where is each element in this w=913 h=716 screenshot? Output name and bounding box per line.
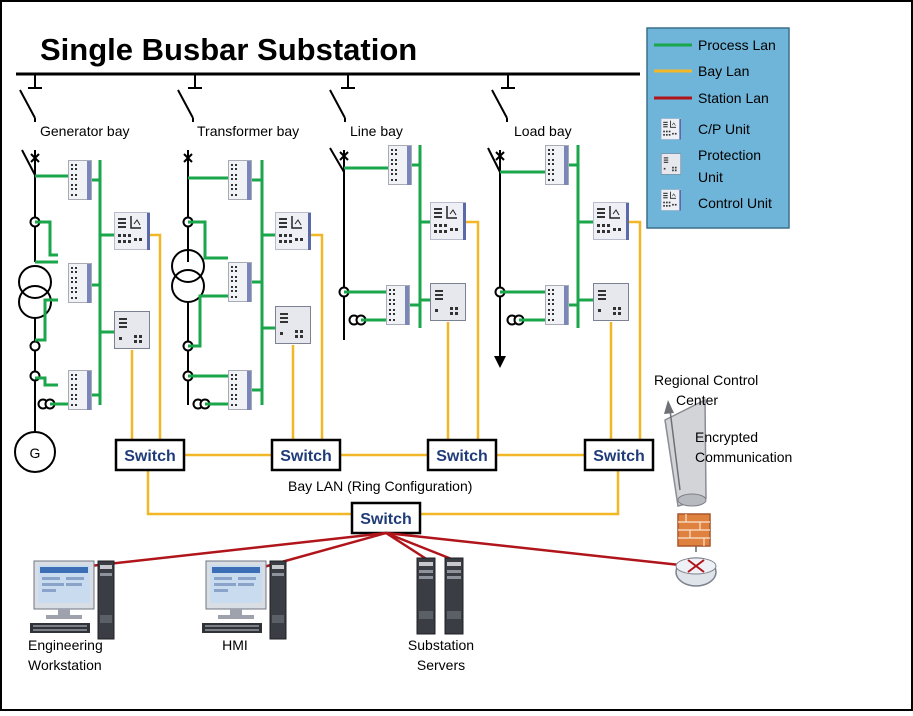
trafo-breaker-io [228, 160, 252, 200]
engineering-label-1: Engineering [28, 637, 103, 653]
regional-arrow-head [664, 400, 674, 414]
gen-sensor-io-2 [68, 370, 92, 410]
legend-cp-icon [661, 118, 681, 141]
station-lan-link-4 [385, 531, 681, 567]
servers-label-1: Substation [408, 637, 474, 653]
switch-label-4: Switch [360, 511, 412, 528]
gen-bay-link-1 [150, 233, 162, 440]
trafo-bay-link-1 [311, 233, 324, 440]
hmi-label: HMI [222, 637, 248, 653]
legend-bay-label: Bay Lan [698, 63, 749, 79]
gen-breaker-io [68, 160, 92, 200]
switch-box-2 [426, 438, 498, 472]
switch-label-1: Switch [280, 448, 332, 465]
load-breaker-arm [487, 147, 501, 173]
load-cp-unit [593, 202, 629, 240]
trafo-pl-3 [188, 294, 228, 348]
trafo-cp-unit [275, 212, 311, 250]
switch-box-0 [114, 438, 186, 472]
disconnector-1 [177, 89, 194, 119]
gen-breaker-arm [21, 149, 36, 176]
gen-pl-2 [35, 220, 58, 257]
line-breaker-io [388, 145, 412, 185]
regional-label-1: Regional Control [654, 372, 758, 388]
regional-arrow-shaft [669, 409, 681, 491]
generator-circle [14, 431, 56, 473]
trafo-pl-2 [188, 220, 228, 260]
disconnector-2 [329, 89, 346, 119]
switch-box-1 [270, 438, 342, 472]
gen-ct-2 [29, 340, 41, 352]
legend-protection-icon [661, 153, 681, 175]
line-protection-unit [430, 282, 466, 322]
gen-transformer-top [18, 265, 52, 299]
server-2 [444, 557, 464, 635]
gen-cp-unit [114, 212, 150, 250]
gen-pl-3 [35, 298, 58, 342]
line-bay-link-1 [466, 220, 480, 440]
trafo-sensor-io-2 [228, 370, 252, 410]
gen-protection-unit [114, 310, 150, 350]
bay-label-2: Line bay [350, 123, 403, 139]
bay-label-1: Transformer bay [197, 123, 299, 139]
load-protection-unit [593, 282, 629, 322]
engineering-label-2: Workstation [28, 657, 102, 673]
legend-cp-label: C/P Unit [698, 121, 750, 137]
encrypted-label-2: Communication [695, 449, 792, 465]
load-breaker-io [545, 145, 569, 185]
legend-protection-label-2: Unit [698, 169, 723, 185]
servers-label-2: Servers [417, 657, 465, 673]
line-breaker-arm [329, 147, 345, 173]
line-cp-unit [430, 202, 466, 240]
engineering-workstation [29, 560, 115, 640]
server-1 [416, 557, 436, 635]
switch-label-0: Switch [124, 448, 176, 465]
disconnector-3 [491, 89, 508, 119]
ring-config-label: Bay LAN (Ring Configuration) [288, 478, 472, 494]
switch-label-2: Switch [436, 448, 488, 465]
generator-label: G [30, 445, 41, 461]
trafo-protection-unit [275, 305, 311, 345]
legend-control-label: Control Unit [698, 195, 772, 211]
line-sensor-io [386, 285, 410, 325]
legend-process-label: Process Lan [698, 37, 776, 53]
switch-box-3 [583, 438, 655, 472]
station-lan-link-2 [385, 531, 429, 562]
switch-box-4 [350, 501, 422, 535]
disconnector-0 [19, 89, 36, 119]
legend-protection-label-1: Protection [698, 147, 761, 163]
bay-label-3: Load bay [514, 123, 572, 139]
encrypted-label-1: Encrypted [695, 429, 758, 445]
regional-label-2: Center [676, 392, 718, 408]
tunnel-end [677, 493, 707, 507]
legend-station-label: Station Lan [698, 90, 769, 106]
gen-sensor-io-1 [68, 263, 92, 303]
bay-label-0: Generator bay [40, 123, 130, 139]
trafo-sensor-io-1 [228, 262, 252, 302]
legend-control-icon [661, 189, 681, 212]
hmi-workstation [201, 560, 287, 640]
router-x-b [687, 559, 705, 573]
switch-label-3: Switch [593, 448, 645, 465]
gen-pl-4 [35, 376, 58, 387]
load-sensor-io [545, 285, 569, 325]
encrypted-tunnel [664, 398, 707, 507]
station-lan-link-3 [385, 531, 455, 562]
ring-right [420, 470, 620, 516]
load-arrow [494, 356, 506, 368]
trafo-transformer-top [171, 249, 205, 283]
load-bay-link-1 [629, 220, 642, 440]
diagram-title: Single Busbar Substation [40, 32, 417, 67]
station-lan-link-0 [71, 531, 387, 570]
ring-left [146, 470, 352, 516]
